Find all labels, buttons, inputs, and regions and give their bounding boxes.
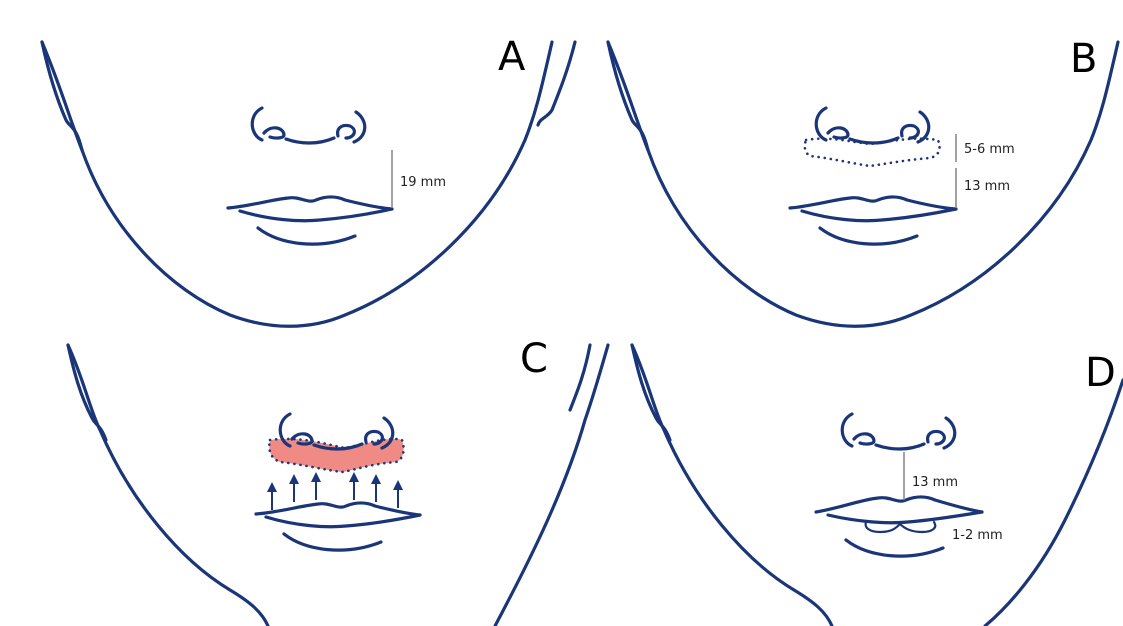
lift-arrows [267,472,403,510]
nose [252,108,365,143]
mouth-line [266,515,420,527]
excision-measure-label: 5-6 mm [964,142,1015,157]
nose [816,108,929,143]
ear-right [570,345,590,410]
panel-letter-c: C [520,336,548,382]
arrow-up-icon [311,472,321,500]
panel-letter-a: A [498,34,526,80]
upper-lip [790,197,956,209]
nose [280,414,393,449]
face-outline-right [495,345,608,626]
mouth-line [802,209,956,221]
upper-lip [228,197,392,209]
panel-a: 19 mm A [42,34,575,326]
mouth-line [240,209,392,221]
panel-letter-d: D [1085,350,1116,396]
mouth-line [828,512,982,523]
lower-lip [846,540,943,556]
panel-c: C [68,336,608,626]
tooth-show-label: 1-2 mm [952,528,1003,543]
panel-letter-b: B [1070,36,1097,82]
face-outline [608,42,1118,326]
lower-lip [284,534,381,550]
arrow-up-icon [393,480,403,508]
panel-d: 13 mm 1-2 mm D [632,345,1123,626]
face-outline [68,345,268,626]
upper-lip [256,503,420,515]
panel-b: 5-6 mm 13 mm B [608,36,1118,326]
arrow-up-icon [289,474,299,502]
arrow-up-icon [267,482,277,510]
face-outline-right [985,380,1123,626]
upper-lip [816,497,982,512]
lower-lip [820,228,917,244]
lower-lip [258,228,355,244]
excision-area [269,439,403,472]
face-outline [632,345,832,626]
arrow-up-icon [349,472,359,500]
philtrum-measure-label: 13 mm [964,179,1010,194]
arrow-up-icon [371,474,381,502]
philtrum-measure-label: 19 mm [400,175,446,190]
nose [842,414,955,449]
face-outline [42,42,552,326]
philtrum-measure-label: 13 mm [912,475,958,490]
